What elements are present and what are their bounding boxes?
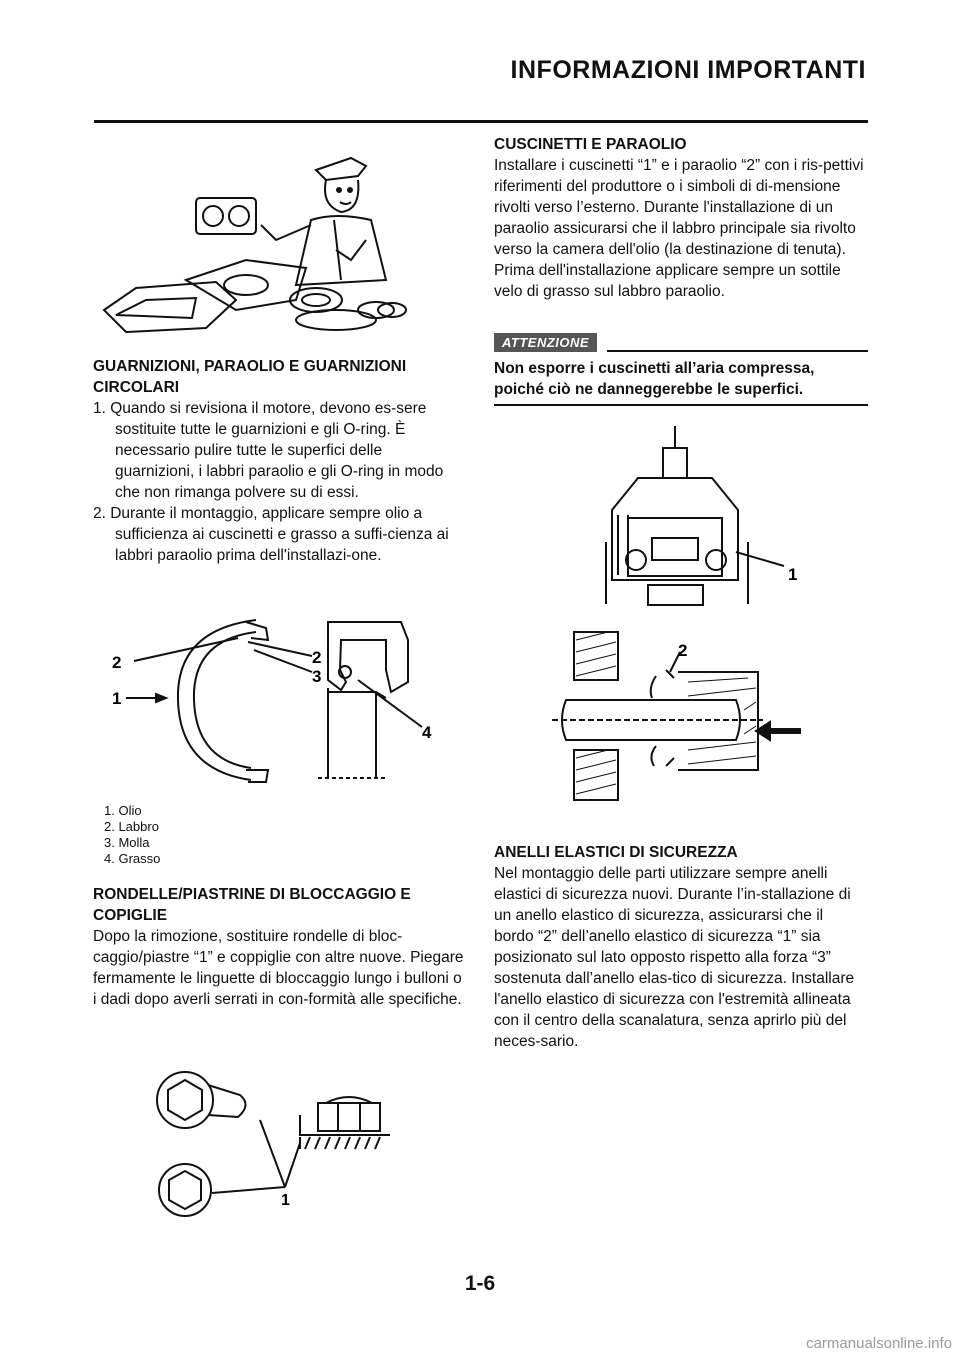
legend-item: 3. Molla — [104, 835, 150, 850]
caution-bottom-rule — [494, 404, 868, 406]
bearings-body: Installare i cuscinetti “1” e i paraolio… — [494, 157, 864, 300]
bearing-circlip-diagram: 1 2 — [552, 426, 801, 801]
circlips-body: Nel montaggio delle parti utilizzare sem… — [494, 865, 855, 1050]
bearings-section: CUSCINETTI E PARAOLIO Installare i cusci… — [494, 134, 866, 302]
caution-label: ATTENZIONE — [494, 333, 598, 352]
seal-label-2-left: 2 — [112, 653, 121, 672]
gaskets-heading: GUARNIZIONI, PARAOLIO E GUARNIZIONI CIRC… — [93, 358, 407, 396]
page-number: 1-6 — [464, 1272, 496, 1295]
washers-section: RONDELLE/PIASTRINE DI BLOCCAGGIO E COPIG… — [93, 884, 465, 1010]
circlips-heading: ANELLI ELASTICI DI SICUREZZA — [494, 844, 738, 861]
caution-text: Non esporre i cuscinetti all’aria compre… — [494, 360, 815, 398]
seal-label-4: 4 — [422, 723, 432, 742]
washer-label-1: 1 — [281, 1192, 290, 1209]
mechanic-illustration — [102, 156, 407, 334]
gaskets-item-2: 2. Durante il montaggio, applicare sempr… — [93, 505, 449, 564]
legend-item: 2. Labbro — [104, 819, 159, 834]
seal-label-3: 3 — [312, 667, 321, 686]
legend-item: 1. Olio — [104, 803, 142, 818]
footer-watermark-url[interactable]: carmanualsonline.info — [806, 1335, 952, 1352]
gaskets-section: GUARNIZIONI, PARAOLIO E GUARNIZIONI CIRC… — [93, 356, 465, 566]
seal-label-2: 2 — [678, 641, 687, 660]
gaskets-item-1: 1. Quando si revisiona il motore, devono… — [93, 400, 444, 501]
bearings-heading: CUSCINETTI E PARAOLIO — [494, 136, 687, 153]
caution-rule — [607, 336, 868, 352]
page-header-title: INFORMAZIONI IMPORTANTI — [510, 56, 866, 84]
oil-seal-diagram: 2 1 2 3 4 — [112, 619, 432, 783]
washers-body: Dopo la rimozione, sostituire rondelle d… — [93, 928, 464, 1008]
circlips-section: ANELLI ELASTICI DI SICUREZZA Nel montagg… — [494, 842, 866, 1052]
seal-label-2-right: 2 — [312, 648, 321, 667]
seal-label-1: 1 — [112, 689, 121, 708]
lock-washer-diagram: 1 — [156, 1071, 390, 1217]
bearing-label-1: 1 — [788, 565, 797, 584]
header-rule — [94, 120, 868, 123]
legend-item: 4. Grasso — [104, 851, 161, 866]
washers-heading: RONDELLE/PIASTRINE DI BLOCCAGGIO E COPIG… — [93, 886, 411, 924]
seal-legend: 1. Olio 2. Labbro 3. Molla 4. Grasso — [104, 803, 160, 867]
caution-box: ATTENZIONE Non esporre i cuscinetti all’… — [494, 333, 868, 406]
